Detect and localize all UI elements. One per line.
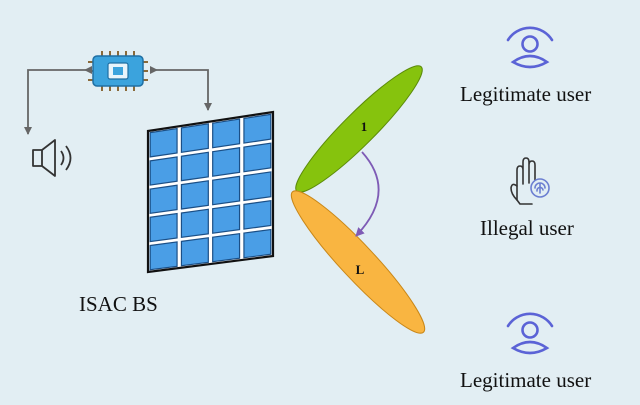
beam-sweep-arrow xyxy=(355,151,380,237)
beam-1-label: 1 xyxy=(361,119,368,134)
chip-right-arrowhead xyxy=(150,66,158,74)
bs-label: ISAC BS xyxy=(79,292,158,316)
chip-left-arrowhead xyxy=(84,66,92,74)
antenna-element xyxy=(149,127,178,158)
antenna-element xyxy=(180,208,209,239)
beam-L xyxy=(290,190,426,334)
antenna-element xyxy=(243,142,272,173)
antenna-element xyxy=(180,123,209,153)
user-icon xyxy=(506,26,554,69)
antenna-element xyxy=(149,184,178,215)
antenna-element xyxy=(243,171,272,202)
legitimate-user-top-label: Legitimate user xyxy=(460,82,592,106)
user-icon xyxy=(506,312,554,355)
antenna-element xyxy=(243,228,272,259)
antenna-panel xyxy=(146,110,275,274)
chip-to-array-arrow xyxy=(150,69,212,111)
antenna-element xyxy=(212,204,241,234)
beam-1 xyxy=(295,65,423,193)
antenna-element xyxy=(212,232,241,263)
beam-L-label: L xyxy=(356,262,365,277)
chip-to-speaker-arrow xyxy=(24,69,92,135)
antenna-element xyxy=(149,241,178,271)
antenna-element xyxy=(149,156,178,186)
chip-icon xyxy=(88,51,148,91)
antenna-element xyxy=(212,118,241,149)
illegal-user-label: Illegal user xyxy=(480,216,574,240)
speaker-icon xyxy=(32,139,72,177)
antenna-element xyxy=(180,151,209,182)
hand-fingerprint-icon xyxy=(510,157,550,205)
antenna-element xyxy=(180,180,209,210)
antenna-element xyxy=(149,212,178,243)
antenna-element xyxy=(243,113,272,144)
legitimate-user-bottom-label: Legitimate user xyxy=(460,368,592,392)
antenna-element xyxy=(212,147,241,177)
antenna-element xyxy=(243,200,272,230)
antenna-element xyxy=(212,175,241,206)
antenna-element xyxy=(180,237,209,267)
